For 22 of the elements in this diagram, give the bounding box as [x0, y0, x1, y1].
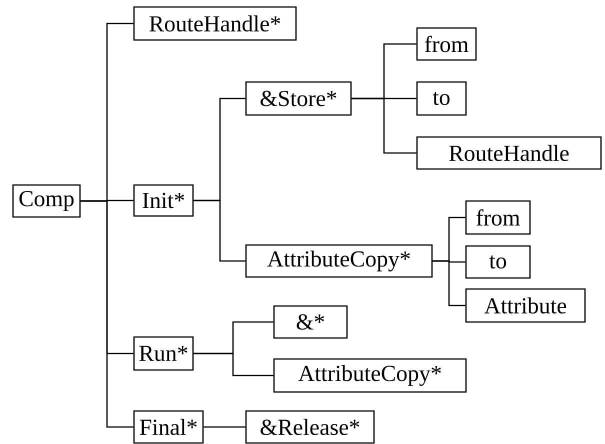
label-box: Run*: [133, 336, 194, 371]
label-box: Attribute: [465, 288, 586, 323]
label-box: Comp: [12, 184, 81, 218]
label-box: AttributeCopy*: [273, 358, 467, 393]
label-box: RouteHandle: [416, 136, 602, 170]
connector-line: [194, 352, 274, 376]
label-box: Init*: [133, 184, 194, 217]
connector-line: [204, 426, 246, 428]
label-box: from: [416, 27, 477, 61]
label-box: from: [465, 200, 531, 235]
label-box: to: [416, 81, 467, 116]
label-box: &*: [273, 305, 348, 339]
connector-line: [352, 98, 416, 154]
label-box: AttributeCopy*: [245, 244, 433, 278]
label-box: &Release*: [245, 410, 375, 444]
label-box: Final*: [133, 410, 204, 444]
connector-line: [432, 260, 466, 306]
label-box: to: [465, 245, 531, 279]
label-box: RouteHandle*: [133, 6, 297, 41]
connector-line: [80, 200, 134, 428]
connector-line: [194, 200, 246, 262]
label-box: &Store*: [245, 81, 352, 116]
